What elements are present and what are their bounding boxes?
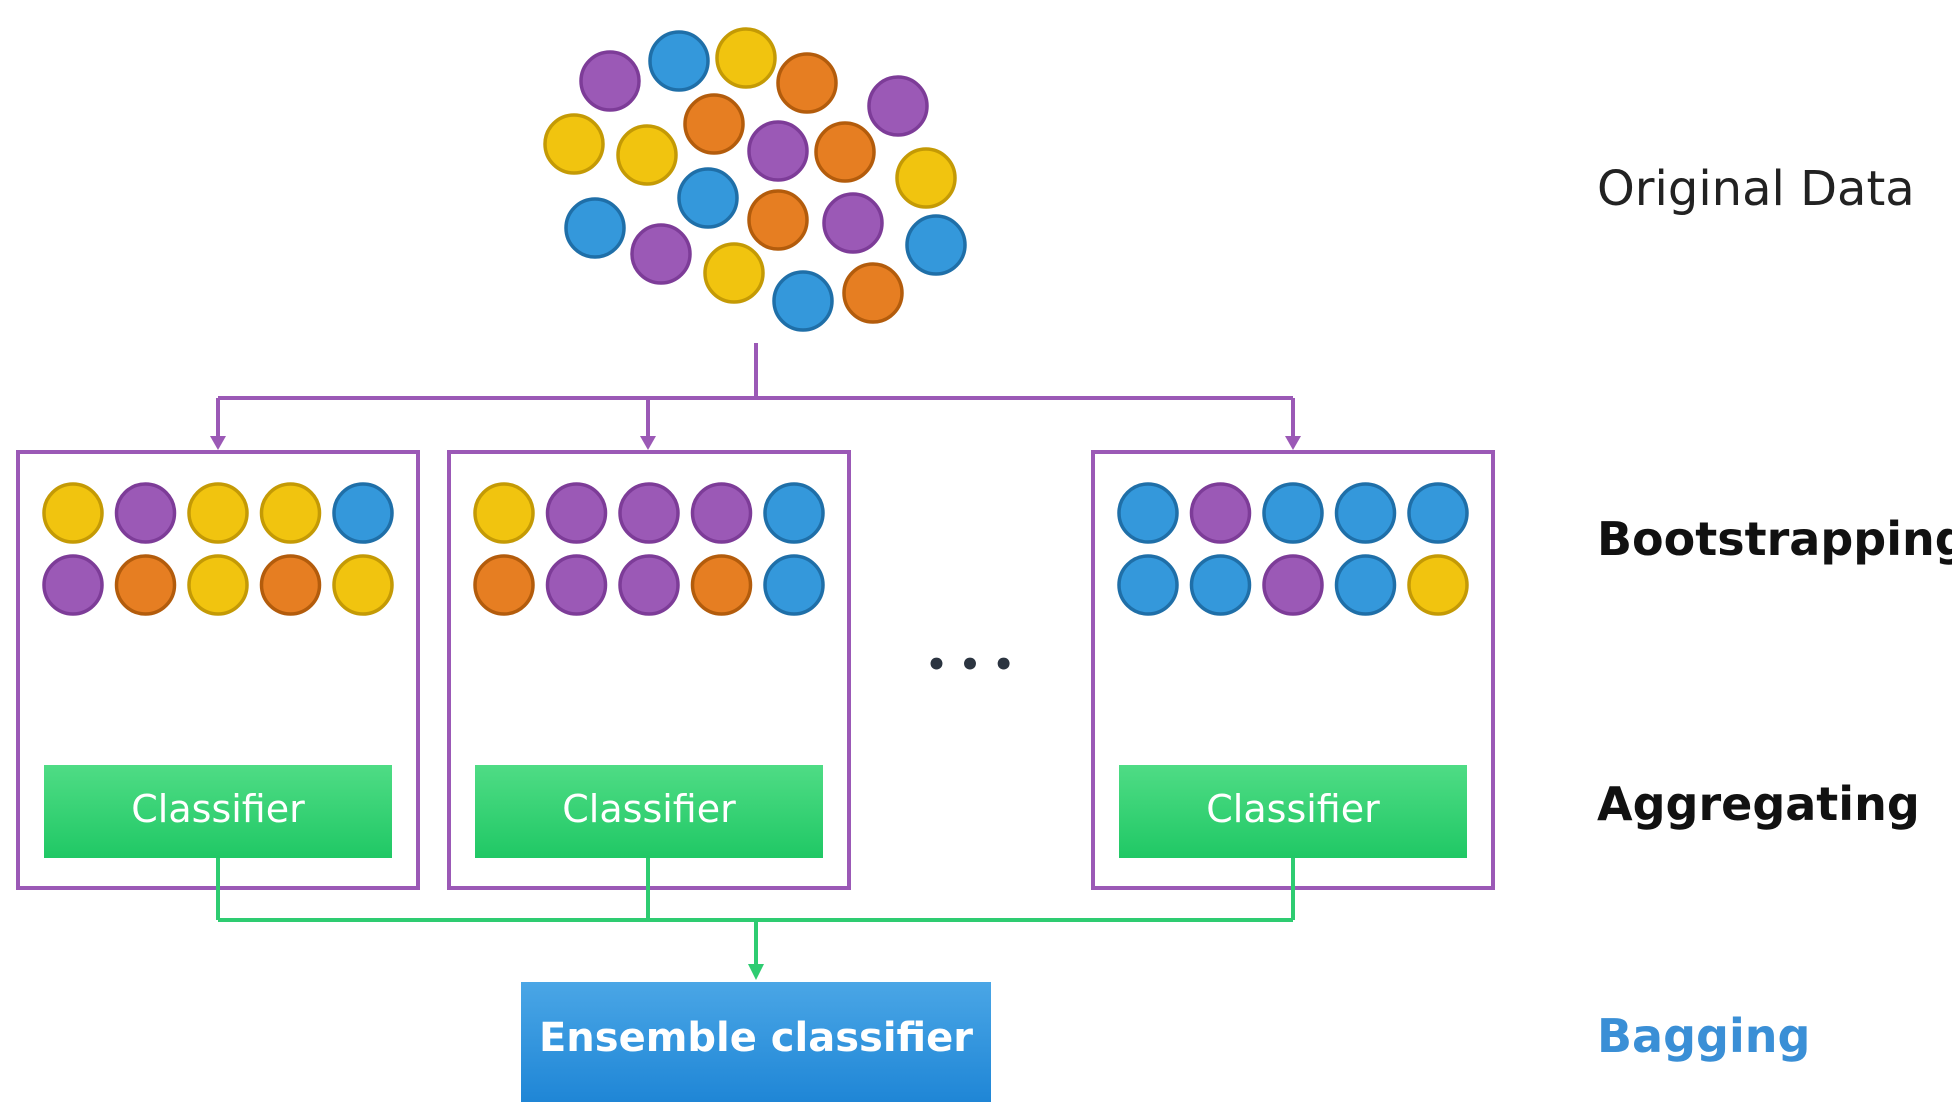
bootstrap-data-point xyxy=(473,482,535,544)
classifier-label: Classifier xyxy=(562,787,736,831)
original-data-point xyxy=(564,197,626,259)
bootstrap-data-point xyxy=(545,482,608,544)
bootstrap-data-point xyxy=(1189,482,1252,544)
original-data-point xyxy=(630,223,692,285)
bootstrap-data-point xyxy=(1407,554,1469,616)
bootstrap-data-point xyxy=(1262,554,1324,616)
aggregating-label: Aggregating xyxy=(1597,777,1920,831)
split-arrow-head xyxy=(1285,436,1301,450)
original-data-point xyxy=(776,52,838,114)
original-data-point xyxy=(867,75,929,137)
aggregation-connector xyxy=(216,858,1295,980)
bootstrap-data-point xyxy=(1117,554,1179,616)
bootstrap-boxes: Classifier Classifier Classifier xyxy=(16,450,1495,890)
original-data-point xyxy=(842,262,904,324)
classifier-box xyxy=(44,765,392,858)
classifier-label: Classifier xyxy=(1206,787,1380,831)
bootstrap-data-point xyxy=(1407,482,1469,544)
original-data-point xyxy=(683,93,745,155)
classifier-box xyxy=(1119,765,1467,858)
classifier-box xyxy=(475,765,823,858)
bootstrap-data-point xyxy=(618,554,680,616)
bootstrap-data-point xyxy=(545,554,608,616)
original-data-point xyxy=(677,167,739,229)
bootstrap-data-point xyxy=(332,482,394,544)
bootstrap-data-point xyxy=(763,482,825,544)
original-data-point xyxy=(747,120,809,182)
bootstrap-data-point xyxy=(332,554,394,616)
bootstrap-data-point xyxy=(259,482,322,544)
bootstrap-data-point xyxy=(42,482,104,544)
bootstrap-data-point xyxy=(473,554,535,616)
original-data-cluster xyxy=(543,27,967,332)
bootstrap-data-point xyxy=(1189,554,1252,616)
original-data-point xyxy=(543,113,605,175)
original-data-point xyxy=(905,214,967,276)
classifier-label: Classifier xyxy=(131,787,305,831)
original-data-point xyxy=(747,189,809,251)
bootstrap-sample-box: Classifier xyxy=(447,450,851,890)
split-arrow-head xyxy=(640,436,656,450)
original-data-point xyxy=(822,192,884,254)
split-arrow-head xyxy=(210,436,226,450)
bootstrap-data-point xyxy=(259,554,322,616)
bootstrap-data-point xyxy=(1334,554,1397,616)
bootstrap-sample-box: Classifier xyxy=(16,450,420,890)
original-data-point xyxy=(616,124,678,186)
bootstrap-data-point xyxy=(187,554,249,616)
bagging-label: Bagging xyxy=(1597,1009,1810,1063)
original-data-point xyxy=(814,121,876,183)
bootstrap-data-point xyxy=(42,554,104,616)
original-data-point xyxy=(772,270,834,332)
bootstrap-sample-box: Classifier xyxy=(1091,450,1495,890)
original-data-point xyxy=(579,50,641,112)
bootstrap-data-point xyxy=(763,554,825,616)
bootstrapping-label: Bootstrapping xyxy=(1597,512,1952,566)
bootstrap-data-point xyxy=(690,554,753,616)
ensemble-classifier-label: Ensemble classifier xyxy=(539,1015,973,1061)
bootstrap-data-point xyxy=(1117,482,1179,544)
bootstrap-data-point xyxy=(1262,482,1324,544)
bootstrap-data-point xyxy=(1334,482,1397,544)
ellipsis: • • • xyxy=(926,645,1015,685)
ensemble-classifier-box: Ensemble classifier xyxy=(521,982,991,1102)
bootstrap-split-connector xyxy=(210,343,1301,450)
bootstrap-data-point xyxy=(690,482,753,544)
original-data-point xyxy=(895,147,957,209)
bootstrap-data-point xyxy=(114,482,177,544)
original-data-point xyxy=(703,242,765,304)
original-data-label: Original Data xyxy=(1597,161,1915,217)
original-data-point xyxy=(648,30,710,92)
bootstrap-data-point xyxy=(187,482,249,544)
aggregate-arrow-head xyxy=(748,964,764,980)
bootstrap-data-point xyxy=(618,482,680,544)
bootstrap-data-point xyxy=(114,554,177,616)
original-data-point xyxy=(715,27,777,89)
